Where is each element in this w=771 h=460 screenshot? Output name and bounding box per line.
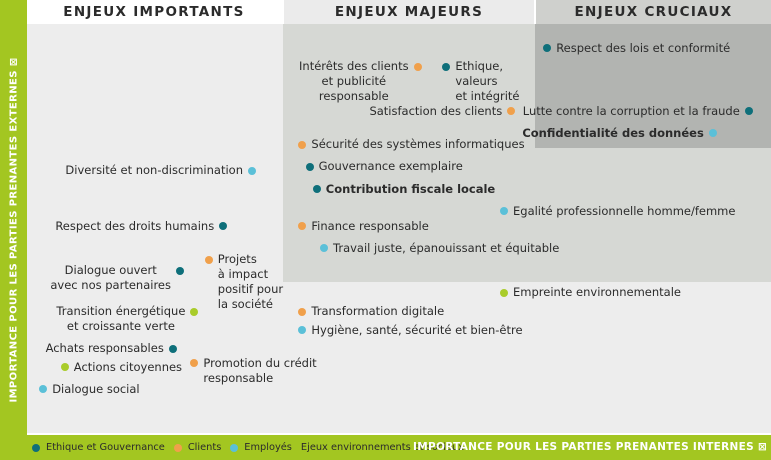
legend-label: Clients bbox=[187, 442, 222, 453]
legend-label: Ethique et Gouvernance bbox=[46, 442, 165, 453]
point-marker bbox=[168, 344, 177, 353]
point-label: Respect des droits humains bbox=[55, 218, 215, 233]
point-label: Confidentialité des données bbox=[522, 125, 704, 140]
point-marker bbox=[312, 185, 321, 194]
legend-label: Employés bbox=[244, 442, 292, 453]
point-marker bbox=[39, 385, 48, 394]
point-label: Empreinte environnementale bbox=[513, 285, 681, 300]
y-axis-bar: IMPORTANCE POUR LES PARTIES PRENANTES EX… bbox=[0, 0, 27, 460]
point-marker bbox=[500, 207, 508, 216]
point-label: Lutte contre la corruption et la fraude bbox=[522, 103, 740, 118]
zone-header-cruciaux: ENJEUX CRUCIAUX bbox=[536, 0, 771, 24]
point-marker bbox=[60, 363, 69, 372]
point-marker bbox=[219, 222, 228, 231]
point-label: Diversité et non-discrimination bbox=[65, 163, 243, 178]
zone-enjeux-cruciaux bbox=[535, 24, 771, 148]
zone-header-majeurs: ENJEUX MAJEURS bbox=[284, 0, 534, 24]
point-label: Actions citoyennes bbox=[73, 359, 183, 374]
point-marker bbox=[413, 62, 422, 71]
point-marker bbox=[305, 162, 314, 171]
zone-header-importants: ENJEUX IMPORTANTS bbox=[27, 0, 281, 24]
point-marker bbox=[298, 307, 307, 316]
point-marker bbox=[442, 62, 451, 71]
point-marker bbox=[190, 359, 199, 368]
point-marker bbox=[204, 255, 213, 264]
point-marker bbox=[176, 266, 184, 275]
point-label: Gouvernance exemplaire bbox=[318, 159, 463, 174]
point-marker bbox=[500, 288, 508, 297]
legend: Ethique et Gouvernance Clients Employés Eje… bbox=[32, 435, 473, 460]
point-marker bbox=[507, 107, 516, 116]
point-label: Satisfaction des clients bbox=[369, 103, 503, 118]
y-axis-label: IMPORTANCE POUR LES PARTIES PRENANTES EX… bbox=[8, 57, 19, 403]
legend-label: Ejeux environnements et sociaux bbox=[300, 442, 465, 453]
legend-item: Ejeux environnements et sociaux bbox=[301, 442, 464, 453]
point-marker bbox=[543, 44, 552, 53]
point-marker bbox=[298, 140, 307, 149]
point-label: Respect des lois et conformité bbox=[556, 40, 731, 55]
point-marker bbox=[248, 166, 256, 175]
x-axis-label: IMPORTANCE POUR LES PARTIES PRENANTES IN… bbox=[413, 441, 767, 453]
point-marker bbox=[298, 222, 307, 231]
legend-item: Ethique et Gouvernance bbox=[32, 442, 165, 453]
point-label: Egalité professionnelle homme/femme bbox=[513, 203, 736, 218]
point-label: Hygiène, santé, sécurité et bien-être bbox=[311, 322, 523, 337]
legend-dot bbox=[173, 443, 182, 452]
point-label: Contribution fiscale locale bbox=[325, 181, 496, 196]
point-label: Finance responsable bbox=[311, 218, 429, 233]
point-label: Travail juste, épanouissant et équitable bbox=[333, 240, 560, 255]
point-marker bbox=[298, 326, 307, 335]
point-marker bbox=[744, 107, 753, 116]
legend-dot bbox=[230, 443, 239, 452]
legend-item: Employés bbox=[230, 442, 292, 453]
x-axis-bar: Ethique et Gouvernance Clients Employés Eje… bbox=[0, 435, 771, 460]
point-label: Achats responsables bbox=[45, 341, 164, 356]
point-marker bbox=[190, 307, 199, 316]
point-marker bbox=[708, 129, 717, 138]
legend-dot bbox=[32, 443, 40, 452]
point-label: Sécurité des systèmes informatiques bbox=[311, 137, 525, 152]
legend-item: Clients bbox=[173, 442, 222, 453]
point-label: Transformation digitale bbox=[311, 304, 445, 319]
point-label: Dialogue social bbox=[52, 381, 140, 396]
point-marker bbox=[320, 244, 328, 253]
